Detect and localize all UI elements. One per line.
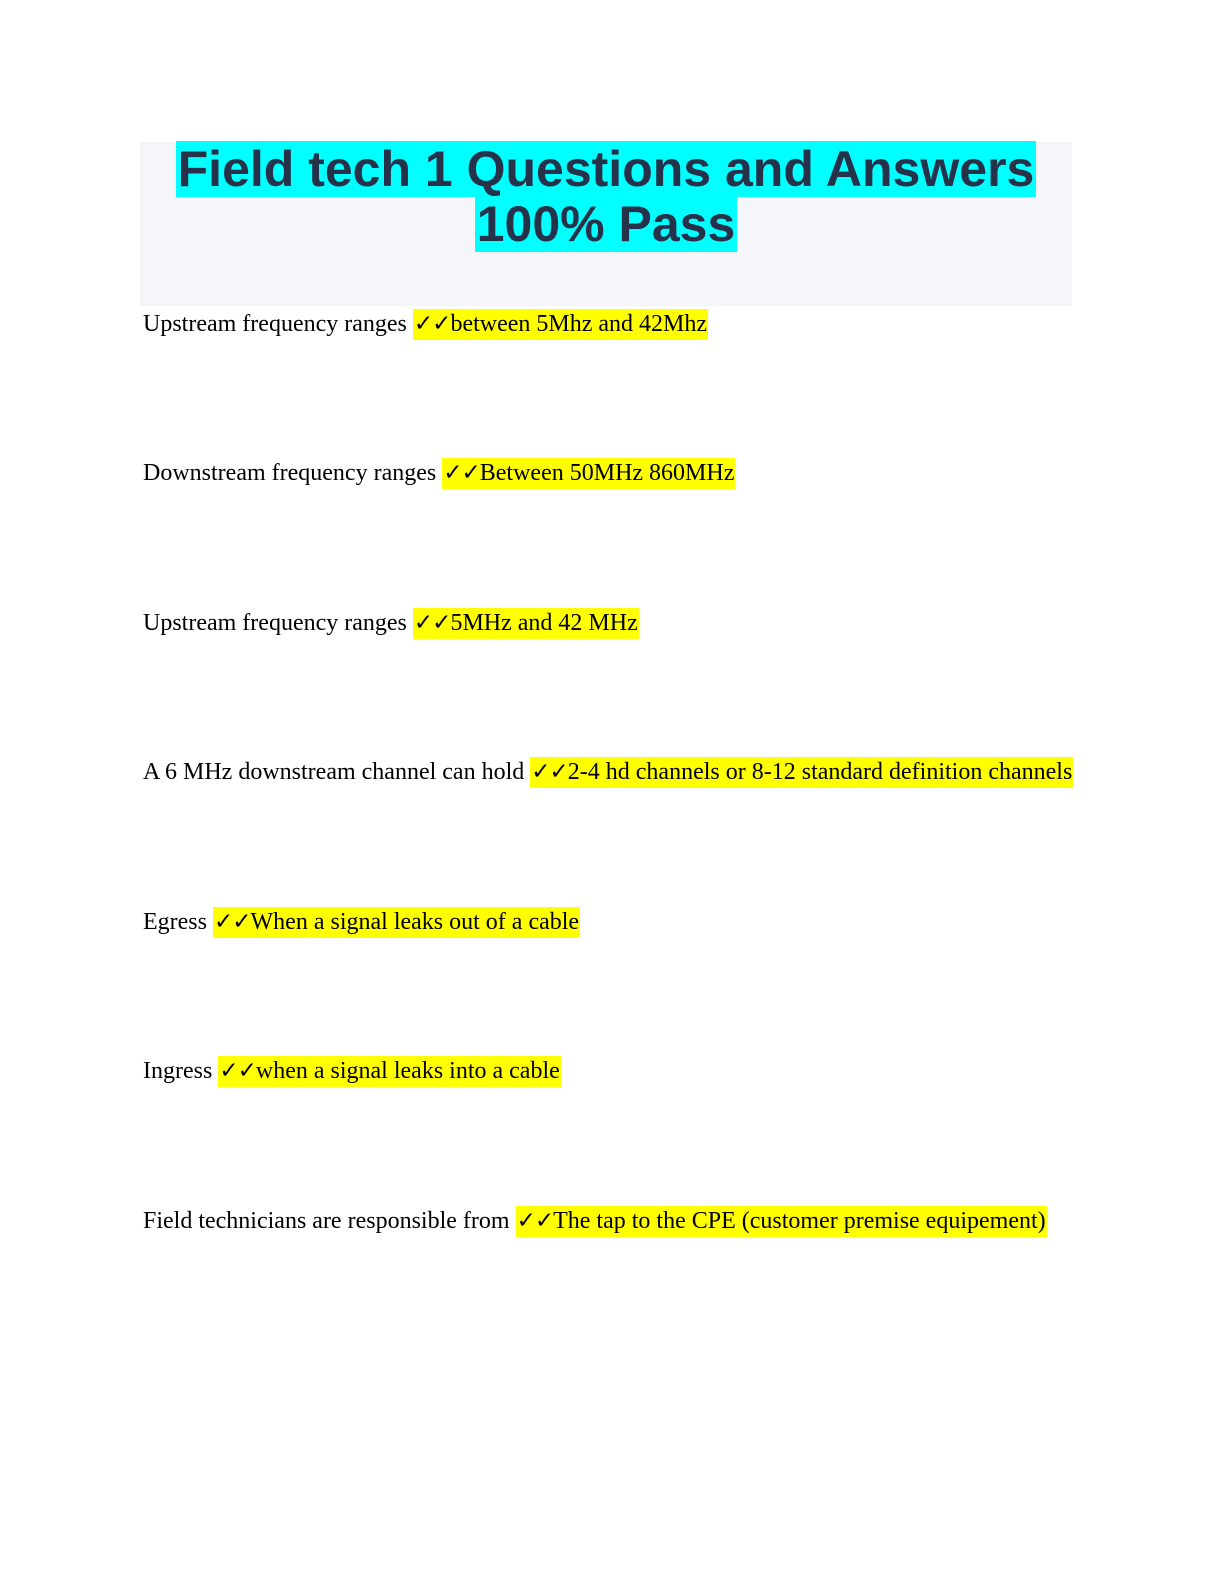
double-check-icon: ✓✓	[443, 460, 481, 486]
qa-item-6: Ingress ✓✓when a signal leaks into a cab…	[143, 1055, 561, 1087]
qa-item-2: Downstream frequency ranges ✓✓Between 50…	[143, 457, 736, 489]
double-check-icon: ✓✓	[531, 759, 569, 785]
question-text: Downstream frequency ranges	[143, 460, 437, 486]
double-check-icon: ✓✓	[413, 311, 452, 337]
qa-item-4: A 6 MHz downstream channel can hold ✓✓2-…	[143, 756, 1074, 788]
page-title: Field tech 1 Questions and Answers 100% …	[140, 141, 1072, 252]
double-check-icon: ✓✓	[516, 1208, 555, 1234]
answer-text: between 5Mhz and 42Mhz	[450, 311, 708, 337]
qa-item-1: Upstream frequency ranges ✓✓between 5Mhz…	[143, 308, 709, 340]
question-text: Field technicians are responsible from	[143, 1208, 510, 1234]
answer-text: when a signal leaks into a cable	[255, 1058, 560, 1084]
title-banner: Field tech 1 Questions and Answers 100% …	[140, 141, 1072, 306]
double-check-icon: ✓✓	[219, 1058, 257, 1084]
qa-item-7: Field technicians are responsible from ✓…	[143, 1205, 1047, 1237]
answer-text: Between 50MHz 860MHz	[479, 460, 735, 486]
answer-text: 5MHz and 42 MHz	[450, 610, 638, 636]
qa-item-3: Upstream frequency ranges ✓✓5MHz and 42 …	[143, 607, 639, 639]
answer-highlight: ✓✓when a signal leaks into a cable	[218, 1056, 561, 1087]
answer-text: 2-4 hd channels or 8-12 standard definit…	[567, 759, 1073, 785]
answer-highlight: ✓✓5MHz and 42 MHz	[412, 608, 639, 639]
answer-highlight: ✓✓When a signal leaks out of a cable	[212, 907, 581, 938]
question-text: Ingress	[143, 1058, 213, 1084]
double-check-icon: ✓✓	[213, 909, 252, 935]
question-text: A 6 MHz downstream channel can hold	[143, 759, 525, 785]
answer-highlight: ✓✓between 5Mhz and 42Mhz	[412, 309, 709, 340]
title-line-2: 100% Pass	[474, 196, 738, 252]
question-text: Upstream frequency ranges	[143, 311, 407, 337]
answer-highlight: ✓✓Between 50MHz 860MHz	[442, 458, 736, 489]
question-text: Egress	[143, 909, 207, 935]
answer-highlight: ✓✓2-4 hd channels or 8-12 standard defin…	[530, 757, 1074, 788]
qa-item-5: Egress ✓✓When a signal leaks out of a ca…	[143, 906, 581, 938]
answer-text: When a signal leaks out of a cable	[250, 909, 580, 935]
double-check-icon: ✓✓	[413, 610, 452, 636]
title-line-1: Field tech 1 Questions and Answers	[175, 141, 1037, 197]
answer-highlight: ✓✓The tap to the CPE (customer premise e…	[515, 1206, 1047, 1237]
question-text: Upstream frequency ranges	[143, 610, 407, 636]
answer-text: The tap to the CPE (customer premise equ…	[553, 1208, 1046, 1234]
